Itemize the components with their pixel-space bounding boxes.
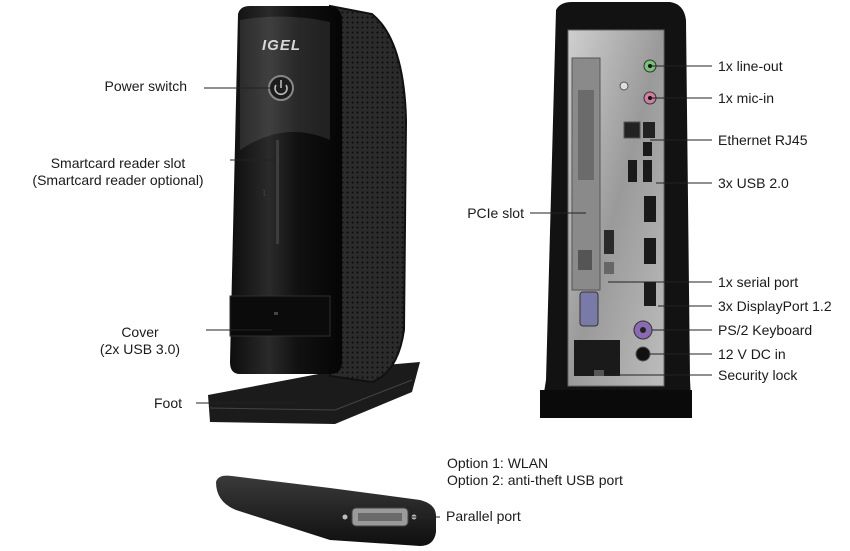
displayport	[644, 282, 656, 306]
label-smartcard-line1: Smartcard reader slot	[50, 155, 186, 171]
label-cover-line2: (2x USB 3.0)	[99, 341, 181, 357]
dc-in-jack	[635, 346, 651, 362]
side-vent-panel	[330, 6, 406, 382]
svg-text:⌇: ⌇	[262, 188, 266, 198]
front-device: ⌇	[208, 4, 420, 424]
serial-port	[579, 291, 599, 327]
label-mic-in: 1x mic-in	[718, 90, 775, 106]
label-option1: Option 1: WLAN	[447, 455, 549, 471]
leader-lines	[196, 65, 712, 518]
label-usb2: 3x USB 2.0	[718, 175, 789, 191]
front-body	[230, 6, 342, 374]
label-cover-line1: Cover	[121, 324, 159, 340]
label-smartcard-line2: (Smartcard reader optional)	[32, 172, 204, 188]
label-pcie: PCIe slot	[467, 205, 524, 221]
label-ps2: PS/2 Keyboard	[718, 322, 813, 338]
cover-panel	[229, 295, 331, 337]
label-dc-in: 12 V DC in	[718, 346, 786, 362]
label-security-lock: Security lock	[718, 367, 798, 383]
displayport	[644, 196, 656, 222]
security-lock-slot	[594, 370, 604, 376]
igel-logo: IGEL	[262, 37, 302, 54]
rear-device	[540, 2, 692, 418]
label-ethernet: Ethernet RJ45	[718, 132, 808, 148]
smartcard-slot	[276, 140, 279, 244]
ethernet-port	[623, 121, 641, 139]
label-line-out: 1x line-out	[718, 58, 783, 74]
label-power-switch: Power switch	[104, 78, 187, 94]
module-body	[216, 475, 436, 546]
option-module	[216, 475, 436, 546]
label-cover: Cover (2x USB 3.0)	[80, 324, 200, 358]
label-smartcard-slot: Smartcard reader slot (Smartcard reader …	[12, 155, 224, 189]
usb2-port	[628, 160, 637, 182]
label-option2: Option 2: anti-theft USB port	[447, 472, 623, 488]
label-foot: Foot	[153, 395, 182, 411]
usb2-port	[643, 160, 652, 182]
displayport	[644, 238, 656, 264]
label-parallel-port: Parallel port	[446, 508, 521, 524]
label-serial: 1x serial port	[718, 274, 799, 290]
label-displayport: 3x DisplayPort 1.2	[718, 298, 832, 314]
